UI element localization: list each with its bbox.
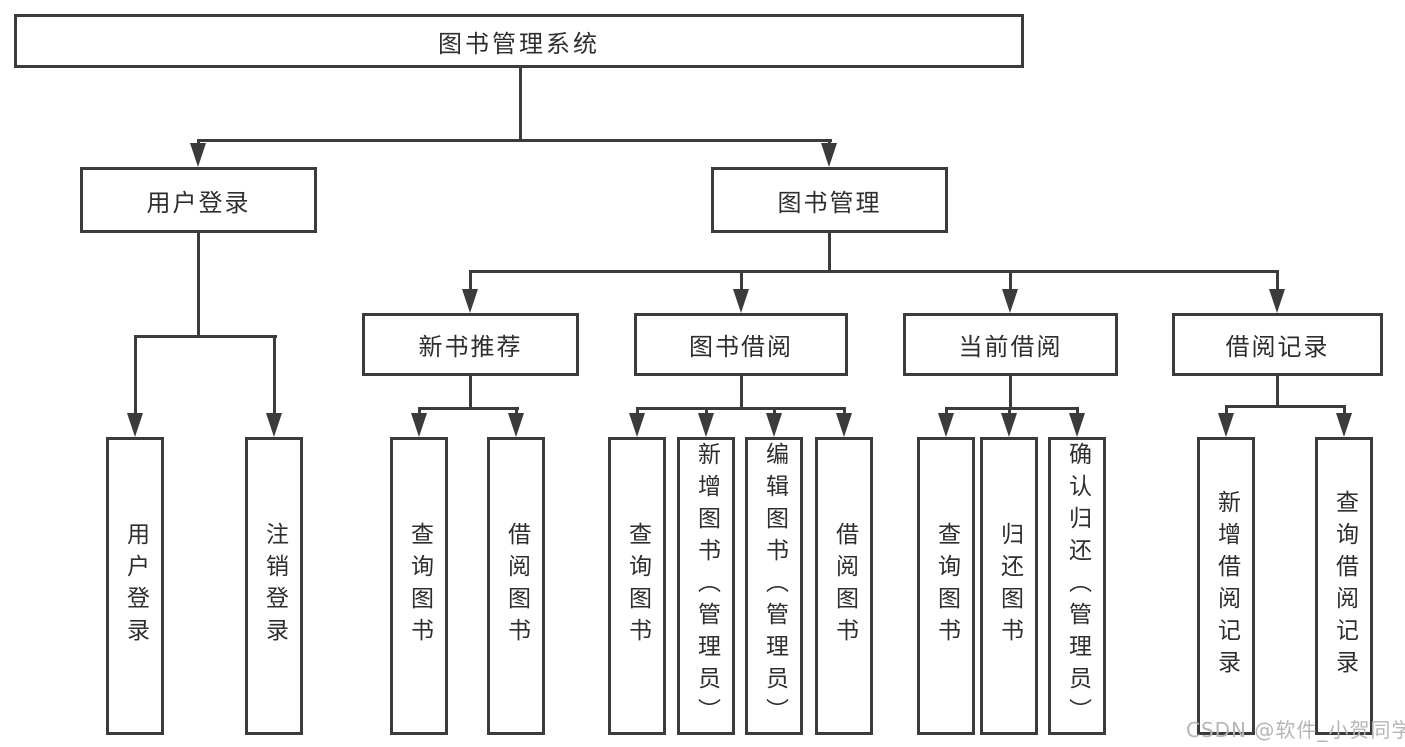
connector-line xyxy=(828,233,831,270)
node-label: 用户登录 xyxy=(146,188,251,217)
connector-line xyxy=(945,407,1079,410)
leaf-user-login: 用户登录 xyxy=(106,437,164,735)
connector-line xyxy=(469,376,472,407)
connector-line xyxy=(945,407,948,417)
leaf-label: 归还图书 xyxy=(996,522,1023,650)
arrow-down-icon xyxy=(1336,413,1352,437)
leaf-borrow-books: 借阅图书 xyxy=(815,437,873,735)
leaf-label: 查询图书 xyxy=(933,522,960,650)
arrow-down-icon xyxy=(1069,413,1085,437)
arrow-down-icon xyxy=(938,413,954,437)
node-user-login: 用户登录 xyxy=(80,167,317,233)
arrow-down-icon xyxy=(1002,289,1018,313)
arrow-down-icon xyxy=(629,413,645,437)
arrow-down-icon xyxy=(698,413,714,437)
connector-line xyxy=(134,335,137,415)
leaf-query-books-recommend: 查询图书 xyxy=(390,437,448,735)
arrow-down-icon xyxy=(462,289,478,313)
arrow-down-icon xyxy=(411,413,427,437)
connector-line xyxy=(1343,405,1346,417)
leaf-label: 注销登录 xyxy=(261,522,288,650)
csdn-watermark: CSDN @软件_小贺同学 xyxy=(1186,718,1405,742)
connector-line xyxy=(197,139,832,142)
leaf-label: 新增借阅记录 xyxy=(1213,490,1240,682)
connector-line xyxy=(469,270,472,292)
leaf-add-books-admin: 新增图书（管理员） xyxy=(677,437,735,735)
node-book-borrowing: 图书借阅 xyxy=(634,313,848,376)
node-label: 图书借阅 xyxy=(689,333,793,361)
connector-line xyxy=(273,335,276,415)
leaf-add-borrow-record: 新增借阅记录 xyxy=(1197,437,1255,735)
connector-line xyxy=(1225,405,1346,408)
connector-line xyxy=(773,407,776,417)
connector-line xyxy=(418,407,519,410)
arrow-down-icon xyxy=(766,413,782,437)
arrow-down-icon xyxy=(1001,413,1017,437)
leaf-label: 查询图书 xyxy=(624,522,651,650)
arrow-down-icon xyxy=(821,143,837,167)
connector-line xyxy=(469,270,1279,273)
node-borrowing-records: 借阅记录 xyxy=(1172,313,1383,376)
connector-line xyxy=(1076,407,1079,417)
connector-line xyxy=(197,233,200,335)
arrow-down-icon xyxy=(127,413,143,437)
leaf-label: 查询借阅记录 xyxy=(1331,490,1358,682)
node-label: 图书管理 xyxy=(777,188,882,217)
leaf-query-borrow-record: 查询借阅记录 xyxy=(1315,437,1373,735)
leaf-query-books-current: 查询图书 xyxy=(917,437,975,735)
connector-line xyxy=(636,407,846,410)
leaf-query-books-borrowing: 查询图书 xyxy=(608,437,666,735)
leaf-return-books: 归还图书 xyxy=(980,437,1038,735)
arrow-down-icon xyxy=(733,289,749,313)
leaf-label: 新增图书（管理员） xyxy=(693,442,720,730)
connector-line xyxy=(418,407,421,417)
connector-line xyxy=(1276,376,1279,405)
connector-line xyxy=(740,376,743,407)
arrow-down-icon xyxy=(836,413,852,437)
connector-line xyxy=(740,270,743,292)
leaf-label: 借阅图书 xyxy=(831,522,858,650)
connector-line xyxy=(519,67,522,139)
arrow-down-icon xyxy=(1269,289,1285,313)
leaf-label: 编辑图书（管理员） xyxy=(761,442,788,730)
connector-line xyxy=(1009,376,1012,407)
node-label: 借阅记录 xyxy=(1225,333,1330,361)
arrow-down-icon xyxy=(508,413,524,437)
leaf-edit-books-admin: 编辑图书（管理员） xyxy=(745,437,803,735)
leaf-confirm-return-admin: 确认归还（管理员） xyxy=(1048,437,1106,735)
node-label: 当前借阅 xyxy=(958,333,1063,361)
connector-line xyxy=(705,407,708,417)
connector-line xyxy=(843,407,846,417)
connector-line xyxy=(636,407,639,417)
leaf-label: 确认归还（管理员） xyxy=(1064,442,1091,730)
arrow-down-icon xyxy=(1218,413,1234,437)
node-current-borrowing: 当前借阅 xyxy=(903,313,1118,376)
connector-line xyxy=(1225,405,1228,417)
leaf-label: 用户登录 xyxy=(122,522,149,650)
node-library-management-system: 图书管理系统 xyxy=(14,14,1024,68)
arrow-down-icon xyxy=(266,413,282,437)
connector-line xyxy=(134,335,277,338)
connector-line xyxy=(1008,407,1011,417)
node-new-book-recommend: 新书推荐 xyxy=(362,313,579,376)
leaf-label: 查询图书 xyxy=(406,522,433,650)
leaf-borrow-books-recommend: 借阅图书 xyxy=(487,437,545,735)
leaf-logout: 注销登录 xyxy=(245,437,303,735)
arrow-down-icon xyxy=(190,143,206,167)
node-label: 新书推荐 xyxy=(418,333,523,361)
connector-line xyxy=(1009,270,1012,292)
node-book-management: 图书管理 xyxy=(711,167,948,233)
node-label: 图书管理系统 xyxy=(438,29,600,58)
connector-line xyxy=(1276,270,1279,292)
leaf-label: 借阅图书 xyxy=(503,522,530,650)
connector-line xyxy=(515,407,518,417)
